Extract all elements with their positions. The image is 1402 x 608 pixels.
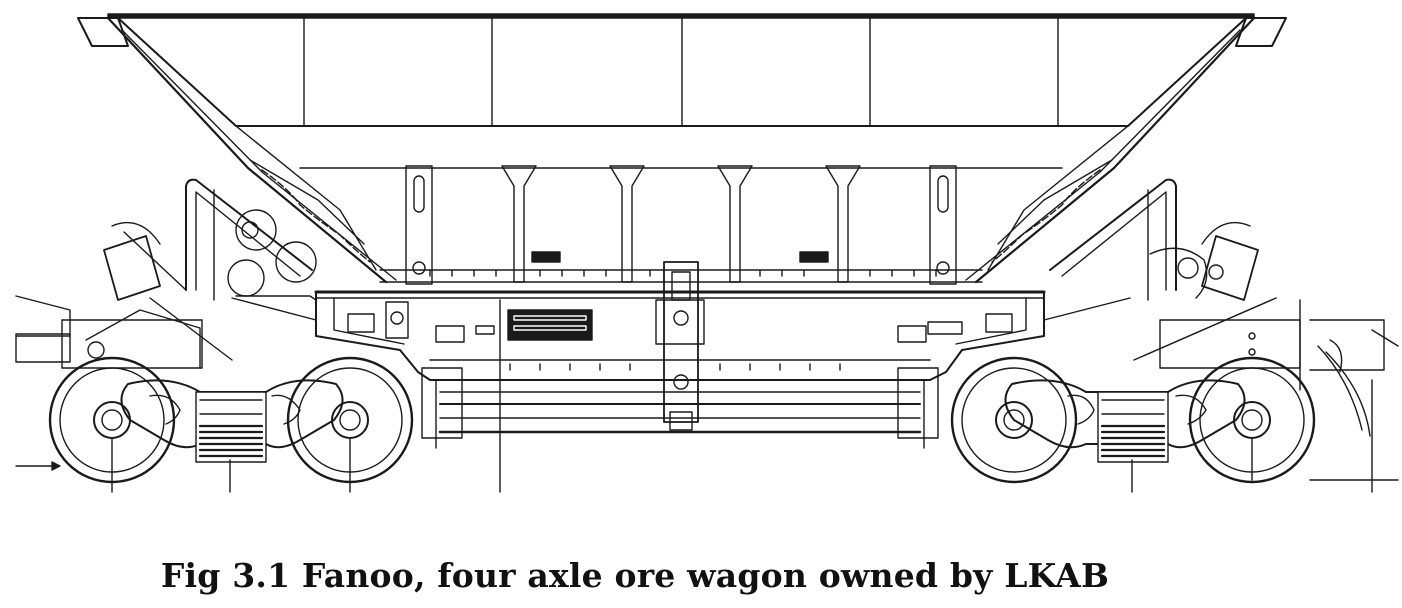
left-bogie: [50, 358, 412, 492]
left-brake-equipment: [16, 180, 316, 368]
right-bogie: [952, 358, 1314, 492]
ore-wagon-drawing: [0, 0, 1402, 530]
rail-reference-lines: [16, 380, 1398, 492]
right-brake-equipment: [1044, 180, 1398, 436]
hopper-body: [78, 14, 1286, 284]
underframe: [316, 262, 1044, 492]
figure-caption: Fig 3.1 Fanoo, four axle ore wagon owned…: [160, 556, 1110, 595]
